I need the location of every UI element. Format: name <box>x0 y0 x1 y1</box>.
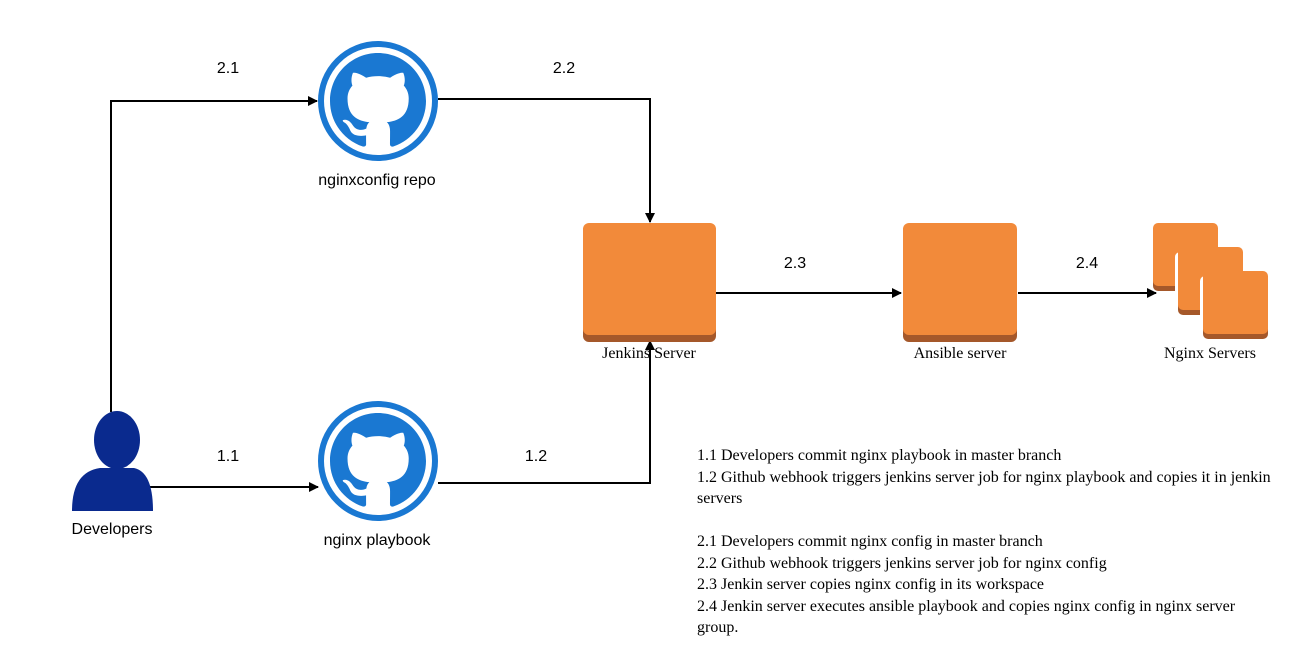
nginx-servers-label: Nginx Servers <box>1164 345 1256 362</box>
jenkins-server-label: Jenkins Server <box>602 345 696 362</box>
developers-label: Developers <box>72 521 153 538</box>
server-icon <box>583 223 716 342</box>
edge-label-2-1: 2.1 <box>217 60 239 77</box>
developers-node: Developers <box>72 411 153 538</box>
ansible-server-label: Ansible server <box>914 345 1008 362</box>
jenkins-server-node: Jenkins Server <box>583 223 716 362</box>
note-2-4: 2.4 Jenkin server executes ansible playb… <box>697 597 1236 637</box>
arrow-1-2 <box>438 340 655 484</box>
note-1-1: 1.1 Developers commit nginx playbook in … <box>697 447 1062 464</box>
github-icon <box>318 401 438 521</box>
user-icon <box>72 411 153 511</box>
nginx-playbook-label: nginx playbook <box>324 532 432 549</box>
note-2-2: 2.2 Github webhook triggers jenkins serv… <box>697 554 1107 572</box>
note-2-1: 2.1 Developers commit nginx config in ma… <box>697 533 1043 550</box>
note-spacer <box>697 510 1272 532</box>
nginxconfig-repo-label: nginxconfig repo <box>318 172 436 189</box>
server-icon <box>903 223 1017 342</box>
step-notes: 1.1 Developers commit nginx playbook in … <box>697 445 1272 639</box>
nginxconfig-repo-node: nginxconfig repo <box>318 41 438 189</box>
edge-label-2-2: 2.2 <box>553 60 575 77</box>
edge-label-1-2: 1.2 <box>525 448 547 465</box>
ansible-server-node: Ansible server <box>903 223 1017 362</box>
nginx-playbook-node: nginx playbook <box>318 401 438 549</box>
nginx-servers-node: Nginx Servers <box>1153 223 1268 362</box>
edge-label-2-3: 2.3 <box>784 255 806 272</box>
arrow-2-1 <box>110 96 318 412</box>
server-group-icon <box>1153 223 1268 341</box>
note-1-2: 1.2 Github webhook triggers jenkins serv… <box>697 468 1271 508</box>
edge-label-2-4: 2.4 <box>1076 255 1098 272</box>
edge-label-1-1: 1.1 <box>217 448 239 465</box>
arrow-2-2 <box>438 98 655 223</box>
github-icon <box>318 41 438 161</box>
arrows <box>110 96 1157 492</box>
note-2-3: 2.3 Jenkin server copies nginx config in… <box>697 576 1045 593</box>
